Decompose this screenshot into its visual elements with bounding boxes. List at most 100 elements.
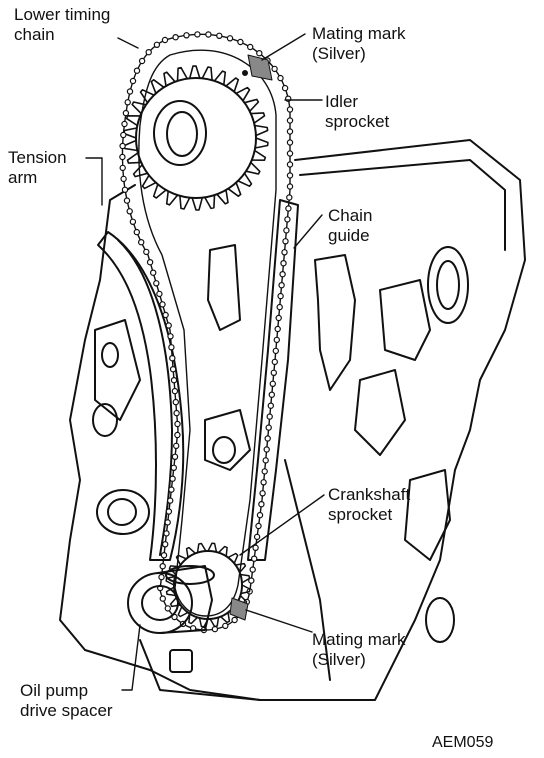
chain-link-pin bbox=[171, 453, 179, 460]
chain-link-pin bbox=[171, 387, 179, 395]
chain-link-pin bbox=[256, 50, 263, 57]
chain-link-pin bbox=[277, 292, 284, 300]
chain-link-pin bbox=[231, 616, 238, 624]
bracket-bolt bbox=[212, 436, 236, 464]
chain-link-pin bbox=[158, 573, 165, 581]
chain-link-pin bbox=[153, 280, 160, 287]
block-detail-upper bbox=[299, 159, 506, 251]
lower-timing-chain-inner bbox=[138, 49, 277, 617]
label-crankshaft-sprocket: Crankshaft sprocket bbox=[328, 485, 410, 525]
chain-link-pin bbox=[260, 479, 267, 486]
chain-link-pin bbox=[156, 290, 163, 298]
chain-link-pin bbox=[120, 131, 127, 139]
block-rib-lower bbox=[284, 459, 331, 681]
block-detail-mid bbox=[354, 369, 406, 456]
chain-link-pin bbox=[262, 457, 269, 464]
label-lower-timing-chain: Lower timing chain bbox=[14, 5, 110, 45]
chain-link-pin bbox=[253, 533, 261, 541]
chain-link-pin bbox=[123, 197, 131, 204]
chain-link-pin bbox=[268, 391, 275, 398]
chain-link-pin bbox=[248, 577, 255, 584]
label-tension-arm: Tension arm bbox=[8, 148, 67, 188]
chain-link-pin bbox=[270, 369, 277, 376]
block-left-panel bbox=[94, 319, 141, 421]
chain-link-pin bbox=[162, 311, 169, 319]
chain-link-pin bbox=[161, 36, 169, 44]
chain-link-pin bbox=[280, 260, 287, 267]
bolt-hole-right bbox=[427, 246, 469, 324]
chain-link-pin bbox=[205, 31, 212, 38]
chain-link-pin bbox=[211, 625, 219, 633]
chain-link-pin bbox=[281, 84, 289, 92]
chain-link-pin bbox=[256, 511, 264, 519]
oil-pump-spacer-front bbox=[127, 572, 193, 634]
chain-link-pin bbox=[169, 355, 176, 362]
label-mating-mark-top: Mating mark (Silver) bbox=[312, 24, 406, 64]
chain-link-pin bbox=[121, 186, 129, 193]
chain-link-pin bbox=[286, 117, 294, 124]
idler-sprocket-hub bbox=[153, 100, 207, 166]
mating-mark-bottom-marker bbox=[229, 597, 249, 621]
chain-link-pin bbox=[282, 238, 289, 245]
chain-link-pin bbox=[286, 106, 294, 113]
leader-crankshaft-sprocket bbox=[239, 494, 325, 556]
chain-link-pin bbox=[137, 238, 145, 246]
chain-link-pin bbox=[126, 208, 133, 215]
chain-link-pin bbox=[255, 522, 262, 530]
chain-link-pin bbox=[266, 413, 273, 420]
chain-link-pin bbox=[285, 205, 292, 212]
chain-link-pin bbox=[172, 34, 179, 41]
leader-tension-arm bbox=[85, 157, 103, 206]
chain-link-pin bbox=[286, 172, 294, 179]
chain-link-pin bbox=[286, 161, 294, 168]
oil-pump-spacer-back bbox=[165, 565, 215, 585]
tension-arm-bolt bbox=[107, 498, 137, 526]
chain-link-pin bbox=[166, 497, 174, 504]
chain-link-pin bbox=[259, 490, 266, 497]
label-oil-pump-drive-spacer-line1: Oil pump bbox=[20, 681, 89, 700]
chain-link-pin bbox=[222, 622, 229, 630]
chain-link-pin bbox=[271, 65, 278, 73]
label-mating-mark-bottom-line2: (Silver) bbox=[312, 650, 366, 669]
label-oil-pump-drive-spacer: Oil pump drive spacer bbox=[20, 681, 113, 721]
chain-link-pin bbox=[286, 183, 294, 190]
chain-link-pin bbox=[252, 544, 259, 552]
chain-link-pin bbox=[246, 43, 254, 51]
tension-arm-edge bbox=[117, 239, 173, 556]
leader-chain-guide bbox=[293, 214, 323, 249]
block-left-hole-2 bbox=[101, 342, 119, 368]
chain-link-pin bbox=[169, 366, 177, 373]
idler-sprocket-teeth bbox=[123, 65, 269, 211]
mating-mark-top-marker bbox=[247, 54, 273, 81]
chain-link-pin bbox=[265, 424, 272, 431]
chain-link-pin bbox=[164, 605, 171, 612]
chain-link-pin bbox=[159, 301, 166, 308]
engine-block-outline bbox=[59, 139, 526, 701]
chain-link-pin bbox=[164, 519, 171, 526]
label-mating-mark-bottom: Mating mark (Silver) bbox=[312, 630, 406, 670]
block-bottom-flange bbox=[139, 639, 261, 701]
label-idler-sprocket: Idler sprocket bbox=[325, 92, 389, 132]
label-chain-guide: Chain guide bbox=[328, 206, 372, 246]
chain-link-pin bbox=[160, 552, 168, 559]
chain-link-pin bbox=[138, 57, 146, 65]
chain-link-pin bbox=[279, 271, 286, 278]
chain-link-pin bbox=[258, 501, 265, 508]
chain-link-pin bbox=[249, 566, 256, 573]
chain-link-pin bbox=[269, 380, 276, 387]
chain-link-pin bbox=[173, 409, 180, 417]
label-idler-sprocket-line1: Idler bbox=[325, 92, 359, 111]
chain-link-pin bbox=[146, 259, 154, 266]
chain-link-pin bbox=[283, 227, 290, 234]
block-detail-rib bbox=[314, 254, 356, 391]
oil-pump-spacer-body bbox=[157, 565, 213, 634]
idler-mark-dot bbox=[242, 70, 248, 76]
chain-link-pin bbox=[119, 142, 126, 150]
leader-mating-mark-bottom bbox=[245, 609, 313, 633]
chain-link-pin bbox=[169, 475, 176, 482]
chain-link-pin bbox=[275, 314, 282, 322]
label-mating-mark-top-line2: (Silver) bbox=[312, 44, 366, 63]
chain-link-pin bbox=[122, 109, 130, 117]
chain-link-pin bbox=[286, 139, 294, 146]
chain-link-pin bbox=[143, 248, 150, 256]
